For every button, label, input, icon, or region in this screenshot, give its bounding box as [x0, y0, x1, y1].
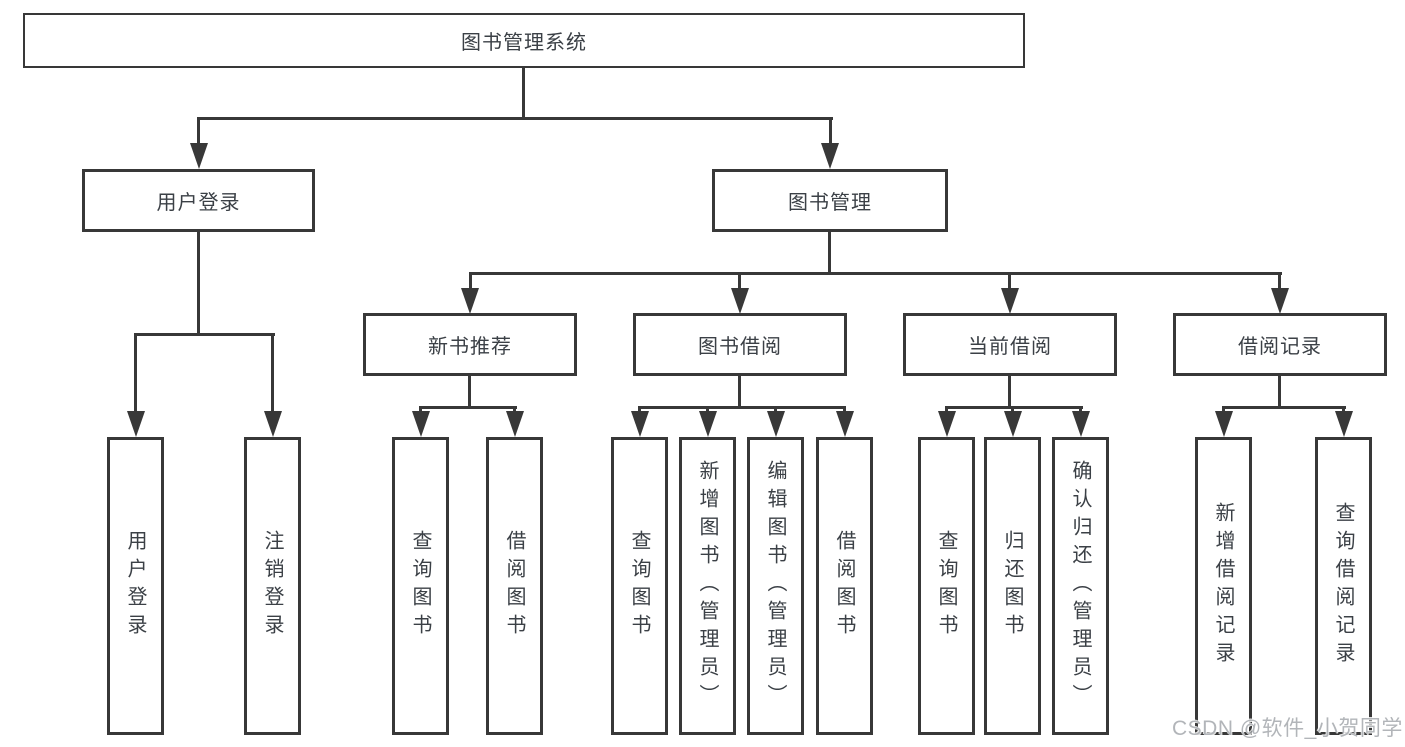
- leaf-query-borrow-record: 查询借阅记录: [1315, 437, 1372, 735]
- node-label: 当前借阅: [968, 336, 1052, 358]
- connector-line: [134, 333, 137, 413]
- connector-line: [1008, 272, 1011, 290]
- node-library-management-system: 图书管理系统: [23, 13, 1025, 68]
- connector-line: [638, 406, 846, 409]
- arrowhead-down: [699, 411, 717, 437]
- leaf-query-books-borrowing: 查询图书: [611, 437, 668, 735]
- arrowhead-down: [631, 411, 649, 437]
- node-label: 注销登录: [261, 530, 283, 642]
- node-label: 用户登录: [156, 192, 241, 214]
- connector-line: [513, 406, 516, 414]
- node-label: 图书借阅: [698, 336, 782, 358]
- leaf-borrow-books-recommend: 借阅图书: [486, 437, 543, 735]
- node-user-login: 用户登录: [82, 169, 315, 232]
- node-borrowing-records: 借阅记录: [1173, 313, 1387, 376]
- node-label: 新书推荐: [428, 336, 512, 358]
- connector-line: [197, 117, 833, 120]
- connector-line: [829, 117, 832, 147]
- connector-line: [419, 406, 422, 414]
- leaf-logout-login: 注销登录: [244, 437, 301, 735]
- node-label: 新增借阅记录: [1212, 502, 1234, 670]
- connector-line: [738, 272, 741, 290]
- arrowhead-down: [1001, 288, 1019, 314]
- node-book-borrowing: 图书借阅: [633, 313, 847, 376]
- connector-line: [706, 406, 709, 414]
- connector-line: [945, 406, 948, 414]
- leaf-return-books: 归还图书: [984, 437, 1041, 735]
- arrowhead-down: [506, 411, 524, 437]
- connector-line: [843, 406, 846, 414]
- arrowhead-down: [1271, 288, 1289, 314]
- connector-line: [522, 66, 525, 119]
- arrowhead-down: [1004, 411, 1022, 437]
- node-label: 编辑图书（管理员）: [764, 460, 786, 712]
- connector-line: [419, 406, 517, 409]
- node-book-management: 图书管理: [712, 169, 948, 232]
- connector-line: [1011, 406, 1014, 414]
- leaf-add-borrow-record: 新增借阅记录: [1195, 437, 1252, 735]
- arrowhead-down: [836, 411, 854, 437]
- leaf-borrow-books-borrowing: 借阅图书: [816, 437, 873, 735]
- connector-line: [1278, 374, 1281, 409]
- connector-line: [134, 333, 275, 336]
- connector-line: [1008, 374, 1011, 409]
- leaf-edit-book-admin: 编辑图书（管理员）: [747, 437, 804, 735]
- node-label: 借阅图书: [503, 530, 525, 642]
- connector-line: [1079, 406, 1082, 414]
- connector-line: [945, 406, 1083, 409]
- arrowhead-down: [461, 288, 479, 314]
- arrowhead-down: [731, 288, 749, 314]
- connector-line: [469, 272, 1282, 275]
- node-label: 图书管理系统: [461, 32, 587, 54]
- connector-line: [197, 117, 200, 147]
- node-label: 新增图书（管理员）: [696, 460, 718, 712]
- arrowhead-down: [1215, 411, 1233, 437]
- connector-line: [197, 230, 200, 336]
- arrowhead-down: [412, 411, 430, 437]
- node-label: 图书管理: [788, 192, 872, 214]
- connector-line: [468, 374, 471, 409]
- connector-line: [1278, 272, 1281, 290]
- node-new-book-recommend: 新书推荐: [363, 313, 577, 376]
- arrowhead-down: [1335, 411, 1353, 437]
- node-label: 查询借阅记录: [1332, 502, 1354, 670]
- connector-line: [469, 272, 472, 290]
- node-label: 借阅记录: [1238, 336, 1322, 358]
- connector-line: [828, 230, 831, 275]
- connector-line: [774, 406, 777, 414]
- arrowhead-down: [264, 411, 282, 437]
- arrowhead-down: [767, 411, 785, 437]
- node-label: 查询图书: [409, 530, 431, 642]
- connector-line: [1222, 406, 1346, 409]
- arrowhead-down: [821, 143, 839, 169]
- node-label: 归还图书: [1001, 530, 1023, 642]
- leaf-add-book-admin: 新增图书（管理员）: [679, 437, 736, 735]
- node-label: 查询图书: [628, 530, 650, 642]
- node-current-borrowing: 当前借阅: [903, 313, 1117, 376]
- arrowhead-down: [938, 411, 956, 437]
- arrowhead-down: [1072, 411, 1090, 437]
- connector-line: [1222, 406, 1225, 414]
- connector-line: [738, 374, 741, 409]
- node-label: 查询图书: [935, 530, 957, 642]
- connector-line: [1342, 406, 1345, 414]
- watermark: CSDN @软件_小贺同学: [1172, 717, 1403, 740]
- leaf-query-books-current: 查询图书: [918, 437, 975, 735]
- arrowhead-down: [127, 411, 145, 437]
- node-label: 确认归还（管理员）: [1069, 460, 1091, 712]
- node-label: 借阅图书: [833, 530, 855, 642]
- leaf-query-books-recommend: 查询图书: [392, 437, 449, 735]
- leaf-user-login: 用户登录: [107, 437, 164, 735]
- connector-line: [271, 333, 274, 413]
- connector-line: [638, 406, 641, 414]
- leaf-confirm-return-admin: 确认归还（管理员）: [1052, 437, 1109, 735]
- node-label: 用户登录: [124, 530, 146, 642]
- arrowhead-down: [190, 143, 208, 169]
